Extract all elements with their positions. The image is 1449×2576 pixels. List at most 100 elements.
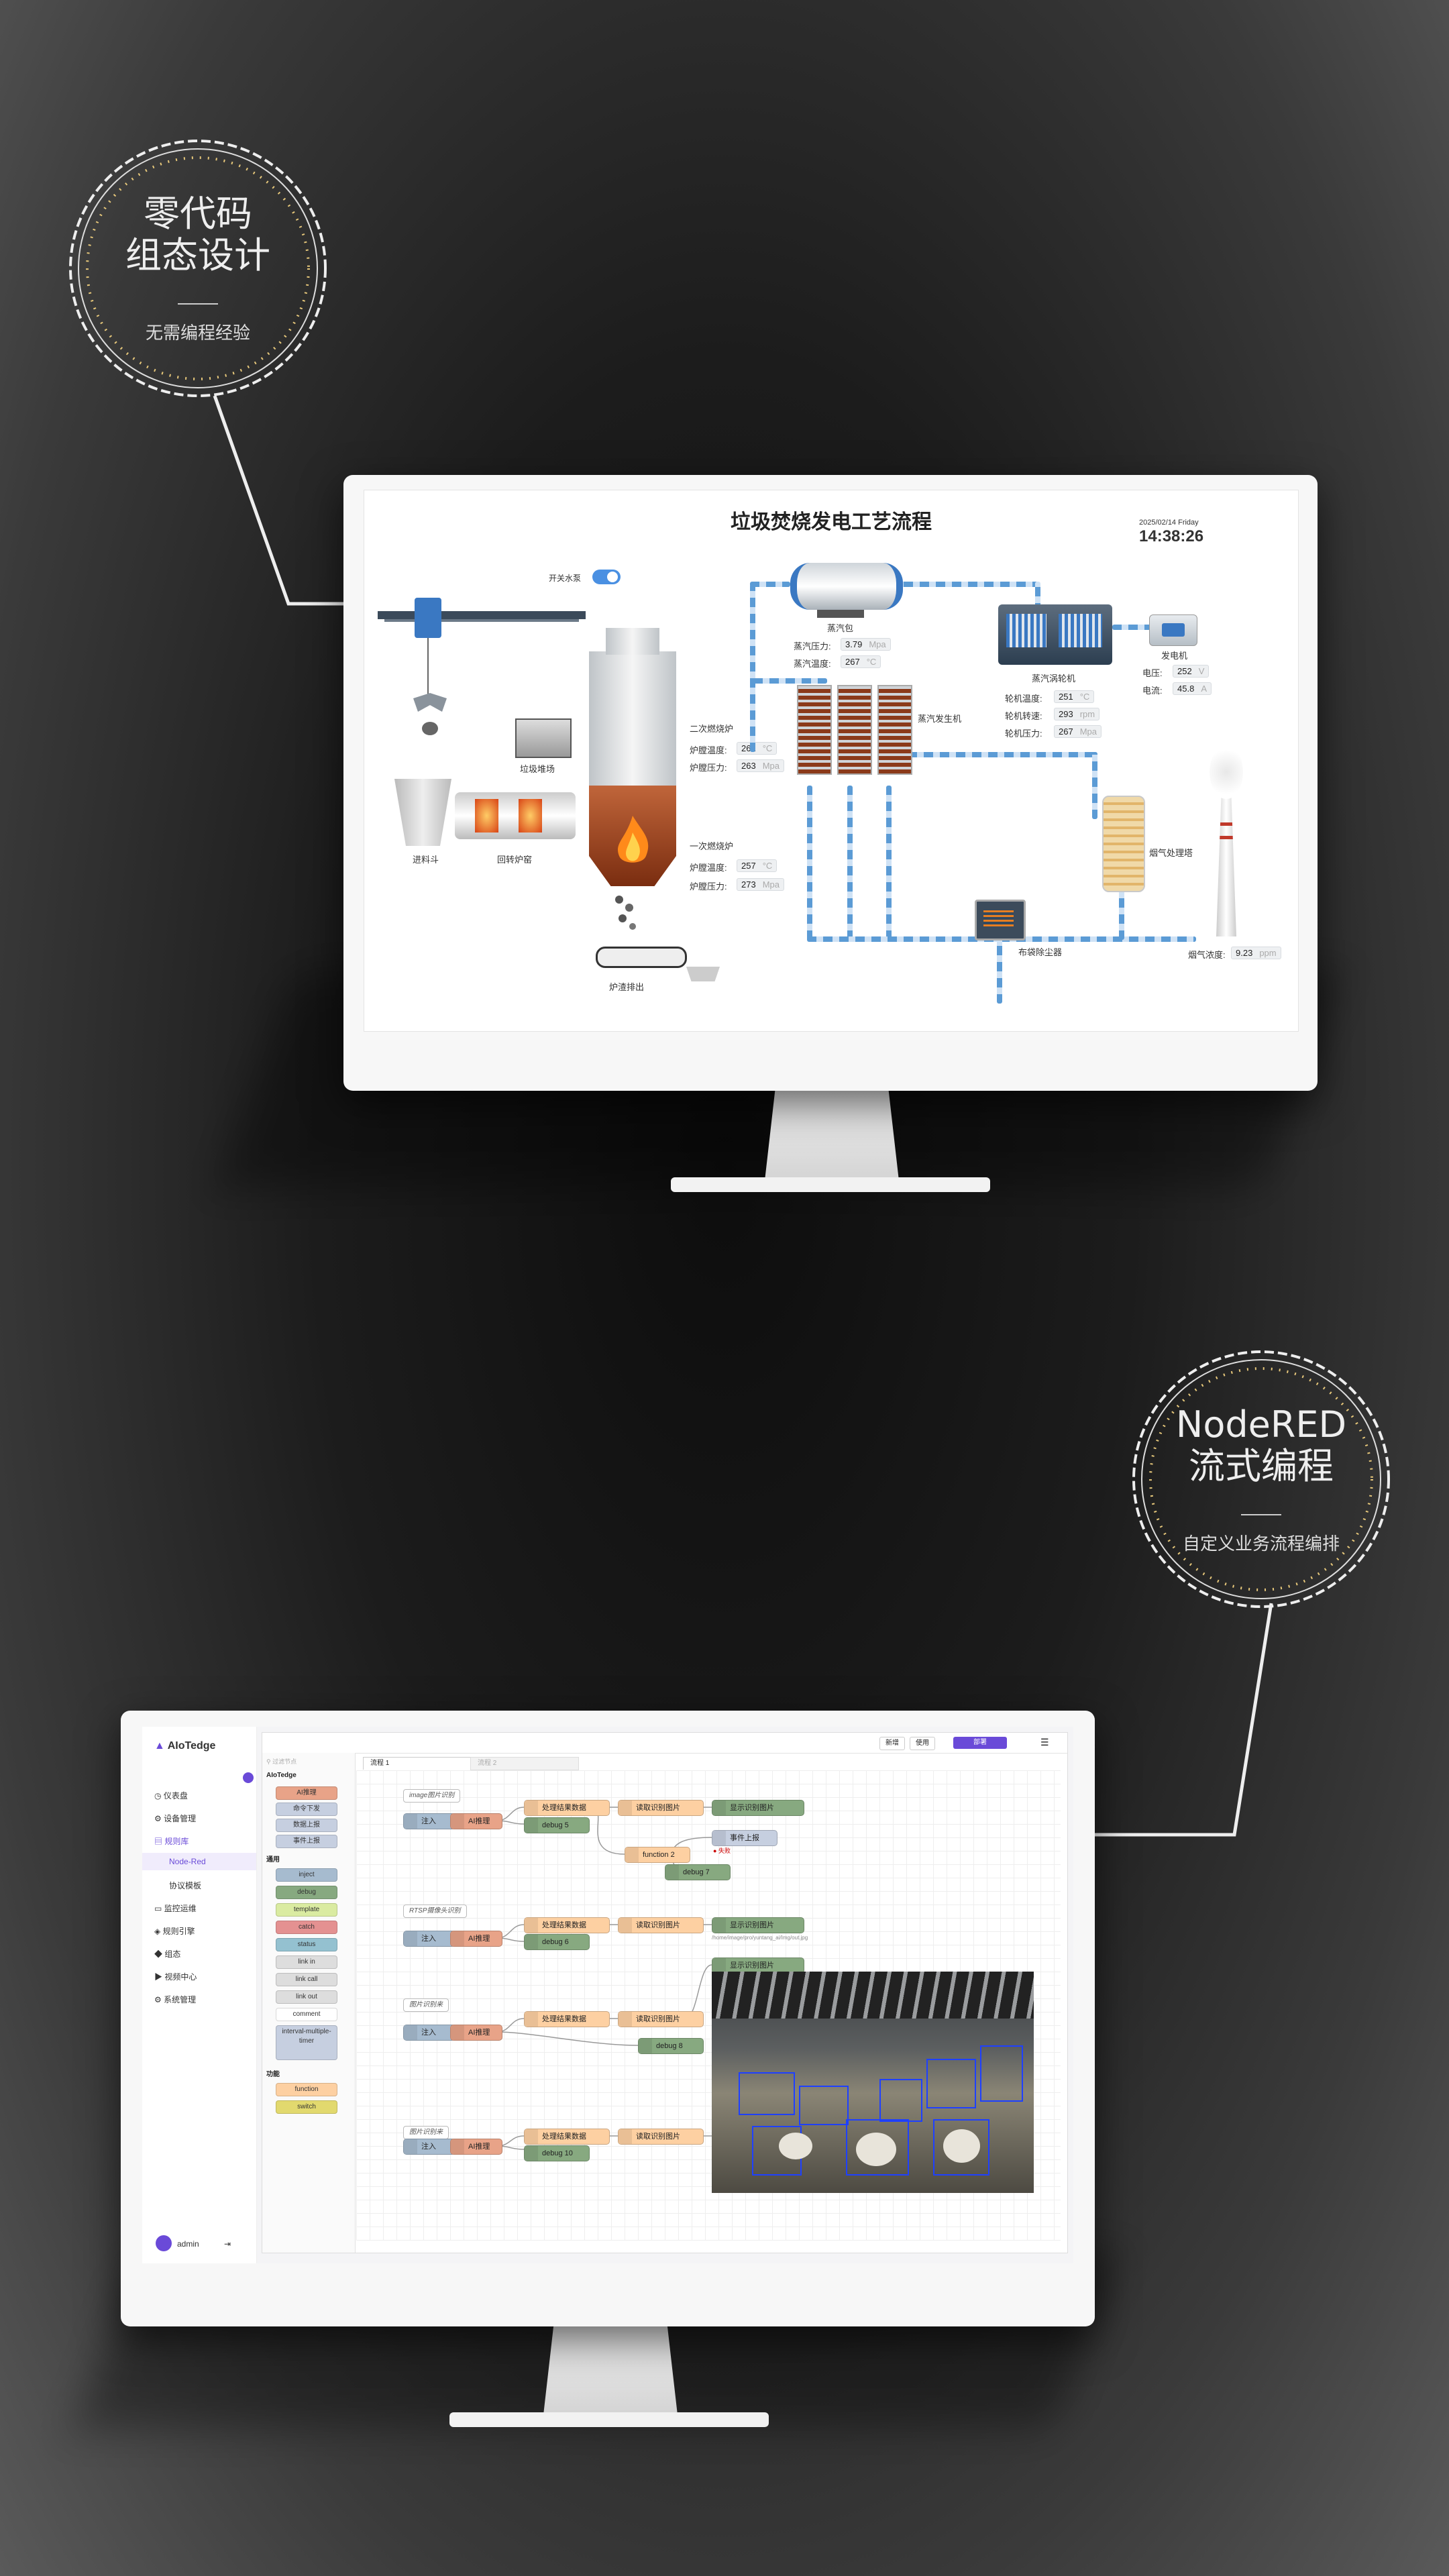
ai-node[interactable]: AI推理 (450, 1813, 502, 1829)
palette-node[interactable]: inject (276, 1868, 337, 1882)
nav-node-red[interactable]: Node-Red (169, 1857, 206, 1866)
nav-config[interactable]: ◆ 组态 (154, 1949, 181, 1959)
palette-node[interactable]: catch (276, 1921, 337, 1934)
show-image-node[interactable]: 显示识别图片 (712, 1917, 804, 1933)
palette-search[interactable]: ⚲ 过滤节点 (266, 1758, 297, 1765)
palette-group-function[interactable]: 功能 (266, 2071, 280, 2078)
file-icon (619, 1801, 632, 1815)
nav-protocol[interactable]: 协议模板 (169, 1881, 202, 1890)
file-icon (619, 2129, 632, 2144)
debug-icon (665, 1865, 679, 1880)
primary-temp-label: 炉膛温度: (690, 863, 727, 873)
process-node[interactable]: 处理结果数据 (524, 2129, 610, 2145)
nav-system[interactable]: ⚙ 系统管理 (154, 1995, 197, 2004)
pipe (1092, 752, 1097, 819)
image-path: /home/image/pro/yuntang_ai/Img/out.jpg (712, 1935, 808, 1941)
process-node[interactable]: 处理结果数据 (524, 1800, 610, 1816)
inject-node[interactable]: 注入 (403, 1813, 455, 1829)
avatar[interactable] (156, 2235, 172, 2251)
debug-node[interactable]: debug 7 (665, 1864, 731, 1880)
palette-node[interactable]: status (276, 1938, 337, 1951)
palette-node[interactable]: template (276, 1903, 337, 1917)
palette-node[interactable]: link in (276, 1955, 337, 1969)
rules-icon: ▤ (154, 1837, 165, 1846)
palette-group-common[interactable]: 通用 (266, 1856, 280, 1864)
debug-node[interactable]: debug 8 (638, 2038, 704, 2054)
pump-switch[interactable] (592, 570, 621, 584)
debug-node[interactable]: debug 6 (524, 1934, 590, 1950)
event-node[interactable]: 事件上报 (712, 1830, 777, 1846)
generator (1149, 614, 1197, 646)
garbage-pile (515, 718, 572, 758)
palette-node[interactable]: switch (276, 2100, 337, 2114)
secondary-pressure-label: 炉膛压力: (690, 763, 727, 773)
event-icon (712, 1831, 726, 1845)
process-node[interactable]: 处理结果数据 (524, 2011, 610, 2027)
nav-video[interactable]: ▶ 视频中心 (154, 1972, 197, 1982)
logout-icon[interactable]: ⇥ (224, 2239, 231, 2249)
palette-node[interactable]: 命令下发 (276, 1803, 337, 1816)
process-node[interactable]: 处理结果数据 (524, 1917, 610, 1933)
palette-node[interactable]: function (276, 2083, 337, 2096)
palette-node[interactable]: debug (276, 1886, 337, 1899)
debug-icon (525, 2146, 538, 2161)
debug-node[interactable]: debug 10 (524, 2145, 590, 2161)
nav-rules[interactable]: ▤ 规则库 (154, 1837, 189, 1846)
ai-node[interactable]: AI推理 (450, 1931, 502, 1947)
function-node[interactable]: function 2 (625, 1847, 690, 1863)
palette-group-aiotedge[interactable]: AIoTedge (266, 1772, 297, 1779)
palette-node[interactable]: 数据上报 (276, 1819, 337, 1832)
brand-logo-icon: ▲ (154, 1740, 165, 1752)
tab-flow-2[interactable]: 流程 2 (470, 1757, 579, 1770)
flow-comment[interactable]: 图片识别来 (403, 2126, 449, 2139)
read-image-node[interactable]: 读取识别图片 (618, 1917, 704, 1933)
pipe (753, 678, 827, 684)
inject-node[interactable]: 注入 (403, 1931, 455, 1947)
palette-node[interactable]: AI推理 (276, 1786, 337, 1800)
steam-generator (797, 685, 912, 779)
palette-node[interactable]: link out (276, 1990, 337, 2004)
ai-node[interactable]: AI推理 (450, 2139, 502, 2155)
new-button[interactable]: 新增 (879, 1737, 905, 1750)
palette-node[interactable]: comment (276, 2008, 337, 2021)
flow-comment[interactable]: RTSP摄像头识别 (403, 1904, 467, 1918)
generator-label: 发电机 (1161, 651, 1188, 661)
function-icon (625, 1847, 639, 1862)
show-image-node[interactable]: 显示识别图片 (712, 1957, 804, 1974)
debug-node[interactable]: debug 5 (524, 1817, 590, 1833)
nav-devices[interactable]: ⚙ 设备管理 (154, 1814, 197, 1823)
read-image-node[interactable]: 读取识别图片 (618, 2129, 704, 2145)
turbine-speed-label: 轮机转速: (1005, 711, 1042, 721)
ai-node[interactable]: AI推理 (450, 2025, 502, 2041)
bag-filter (975, 900, 1026, 941)
fire-icon (618, 816, 649, 863)
use-button[interactable]: 使用 (910, 1737, 935, 1750)
nav-monitor[interactable]: ▭ 监控运维 (154, 1904, 197, 1913)
tab-flow-1[interactable]: 流程 1 (363, 1757, 472, 1770)
deploy-button[interactable]: 部署 (953, 1737, 1007, 1749)
inject-node[interactable]: 注入 (403, 2139, 455, 2155)
read-image-node[interactable]: 读取识别图片 (618, 2011, 704, 2027)
palette-node[interactable]: interval-multiple-timer (276, 2025, 337, 2060)
read-image-node[interactable]: 读取识别图片 (618, 1800, 704, 1816)
collapse-icon[interactable] (243, 1772, 254, 1783)
palette-node[interactable]: 事件上报 (276, 1835, 337, 1848)
inject-node[interactable]: 注入 (403, 2025, 455, 2041)
menu-icon[interactable]: ☰ (1040, 1737, 1049, 1748)
nav-rule-engine[interactable]: ◈ 规则引擎 (154, 1927, 195, 1936)
nav-dashboard[interactable]: ◷ 仪表盘 (154, 1791, 188, 1801)
function-icon (525, 2129, 538, 2144)
show-image-node[interactable]: 显示识别图片 (712, 1800, 804, 1816)
palette: ⚲ 过滤节点 AIoTedge AI推理 命令下发 数据上报 事件上报 通用 i… (262, 1753, 356, 2253)
palette-node[interactable]: link call (276, 1973, 337, 1986)
flow-comment[interactable]: 图片识别来 (403, 1998, 449, 2012)
turbine-temp-label: 轮机温度: (1005, 694, 1042, 704)
workspace[interactable]: image图片识别 注入 AI推理 处理结果数据 debug 5 读取识别图片 … (356, 1770, 1061, 2241)
flow-comment[interactable]: image图片识别 (403, 1789, 461, 1803)
secondary-temp-value: 262°C (737, 742, 777, 755)
device-icon: ⚙ (154, 1814, 164, 1823)
